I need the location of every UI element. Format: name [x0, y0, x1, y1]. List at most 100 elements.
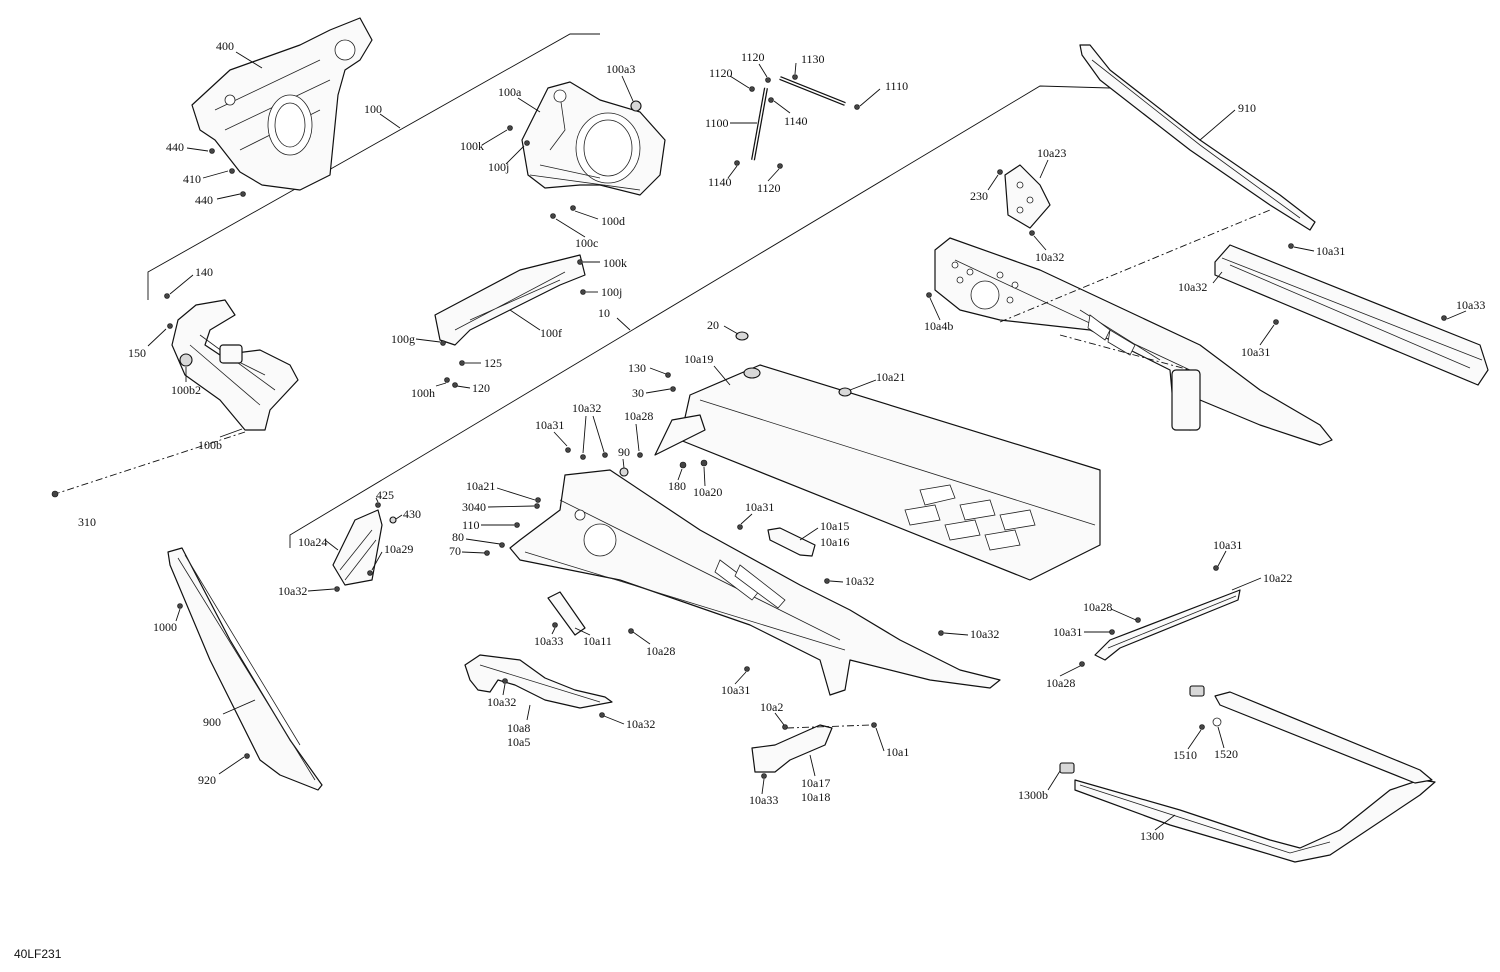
bracket-10a8 [464, 654, 613, 709]
callout-10a32: 10a32 [487, 695, 517, 709]
callout-430: 430 [403, 507, 421, 521]
group-line-100 [147, 33, 600, 300]
callout-10a22: 10a22 [1263, 571, 1293, 585]
callout-10a21: 10a21 [876, 370, 906, 384]
callout-100d: 100d [601, 214, 625, 228]
callout-10a19: 10a19 [684, 352, 714, 366]
callout-10a4b: 10a4b [924, 319, 954, 333]
callout-1110: 1110 [885, 79, 909, 93]
callout-10a18: 10a18 [801, 790, 831, 804]
callout-100a3: 100a3 [606, 62, 636, 76]
callout-10a20: 10a20 [693, 485, 723, 499]
callout-100c: 100c [575, 236, 599, 250]
callout-20: 20 [707, 318, 719, 332]
callout-10a28: 10a28 [646, 644, 676, 658]
callout-1140: 1140 [784, 114, 808, 128]
callout-100j: 100j [601, 285, 623, 299]
callout-3040: 3040 [462, 500, 486, 514]
callout-130: 130 [628, 361, 646, 375]
callout-10a32: 10a32 [845, 574, 875, 588]
callout-180: 180 [668, 479, 686, 493]
plate-10a11 [547, 591, 586, 636]
callout-1510: 1510 [1173, 748, 1197, 762]
callout-100k: 100k [603, 256, 627, 270]
callout-1130: 1130 [801, 52, 825, 66]
rail-900 [167, 547, 323, 791]
callout-410: 410 [183, 172, 201, 186]
callout-920: 920 [198, 773, 216, 787]
callout-10a31: 10a31 [1316, 244, 1346, 258]
tunnel-side-left [509, 469, 1001, 696]
callout-90: 90 [618, 445, 630, 459]
callout-230: 230 [970, 189, 988, 203]
callout-10a5: 10a5 [507, 735, 531, 749]
rear-rail-10a31 [1214, 244, 1489, 386]
front-frame-100a [521, 81, 666, 196]
callout-1100: 1100 [705, 116, 729, 130]
callout-1120: 1120 [757, 181, 781, 195]
callout-10a17-10a18: 10a17 10a18 [801, 776, 830, 804]
callout-100b2: 100b2 [171, 383, 201, 397]
gusset-10a23 [1004, 164, 1051, 229]
callout-440: 440 [195, 193, 213, 207]
callout-10a28: 10a28 [1083, 600, 1113, 614]
bracket-100b [171, 299, 299, 431]
callout-10a32: 10a32 [278, 584, 308, 598]
plate-10a15 [767, 527, 816, 557]
callout-10a2: 10a2 [760, 700, 784, 714]
callout-1300: 1300 [1140, 829, 1164, 843]
callout-10a8: 10a8 [507, 721, 531, 735]
callout-440: 440 [166, 140, 184, 154]
callout-910: 910 [1238, 101, 1256, 115]
callout-310: 310 [78, 515, 96, 529]
callout-100j: 100j [488, 160, 510, 174]
callout-100: 100 [364, 102, 382, 116]
callout-150: 150 [128, 346, 146, 360]
callout-10a33: 10a33 [1456, 298, 1486, 312]
callout-400: 400 [216, 39, 234, 53]
callout-10a29: 10a29 [384, 542, 414, 556]
callout-100k: 100k [460, 139, 484, 153]
callout-120: 120 [472, 381, 490, 395]
callout-10a15: 10a15 [820, 519, 850, 533]
callout-30: 30 [632, 386, 644, 400]
callout-1000: 1000 [153, 620, 177, 634]
callout-10a33: 10a33 [749, 793, 779, 807]
callout-110: 110 [462, 518, 480, 532]
callout-1300b: 1300b [1018, 788, 1048, 802]
callout-140: 140 [195, 265, 213, 279]
rail-910 [1079, 44, 1316, 231]
callout-10a16: 10a16 [820, 535, 850, 549]
callout-100f: 100f [540, 326, 562, 340]
callout-10a32: 10a32 [626, 717, 656, 731]
callout-10a32: 10a32 [970, 627, 1000, 641]
callout-10a21: 10a21 [466, 479, 496, 493]
callout-10a28: 10a28 [624, 409, 654, 423]
callout-10a31: 10a31 [1241, 345, 1271, 359]
bumper-1300 [1074, 691, 1436, 863]
callout-100h: 100h [411, 386, 435, 400]
callout-10a11: 10a11 [583, 634, 612, 648]
callout-70: 70 [449, 544, 461, 558]
callout-100a: 100a [498, 85, 522, 99]
group-line-10 [289, 85, 1111, 548]
reference-code: 40LF231 [14, 947, 62, 961]
callout-10a8-10a5: 10a8 10a5 [507, 721, 530, 749]
callout-1120: 1120 [709, 66, 733, 80]
callout-125: 125 [484, 356, 502, 370]
callout-10a32: 10a32 [1035, 250, 1065, 264]
callout-10a1: 10a1 [886, 745, 910, 759]
callout-10a24: 10a24 [298, 535, 328, 549]
steering-support-400 [191, 17, 373, 191]
callout-10a31: 10a31 [1213, 538, 1243, 552]
tunnel-top-10a19 [654, 364, 1101, 581]
bracket-10a17 [751, 724, 833, 773]
callout-10a23: 10a23 [1037, 146, 1067, 160]
callout-10a31: 10a31 [721, 683, 751, 697]
callout-10a32: 10a32 [1178, 280, 1208, 294]
callout-1140: 1140 [708, 175, 732, 189]
plate-10a22 [1094, 589, 1241, 661]
callout-425: 425 [376, 488, 394, 502]
